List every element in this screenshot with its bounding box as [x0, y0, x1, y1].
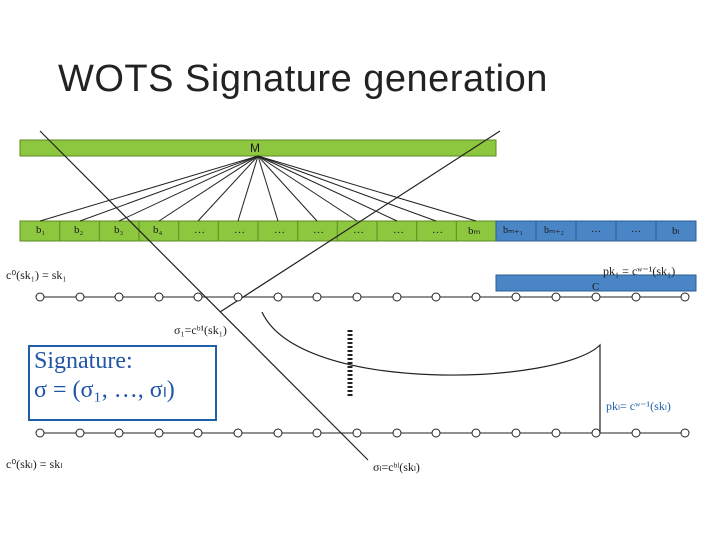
diagonal-line-b1: [39, 130, 369, 461]
block-label-bm2: bₘ₊₂: [544, 225, 564, 236]
diagonal-line-checksum: [219, 130, 501, 313]
signature-formula: σ = (σ₁, …, σₗ): [34, 377, 175, 403]
block-label-bm1: bₘ₊₁: [503, 225, 523, 236]
block-label-ellipsis: …: [313, 224, 324, 236]
chain-bottom-start-label: c⁰(skₗ) = skₗ: [6, 457, 63, 471]
bottom-hash-chain: [35, 428, 690, 438]
signature-box: Signature: σ = (σ₁, …, σₗ): [28, 345, 217, 421]
green-blocks-row: [19, 220, 497, 242]
message-arrows: [39, 155, 477, 222]
block-label-b3: b₃: [114, 224, 124, 236]
block-label-b4: b₄: [153, 224, 163, 236]
block-label-bm: bₘ: [468, 225, 481, 237]
block-label-ellipsis: …: [631, 224, 641, 235]
sigma-l-label: σₗ=cᵇˡ(skₗ): [373, 460, 420, 474]
block-label-ellipsis: …: [432, 224, 443, 236]
block-label-ellipsis: …: [274, 224, 285, 236]
block-label-ellipsis: …: [591, 224, 601, 235]
block-label-ellipsis: …: [234, 224, 245, 236]
checksum-label: C: [592, 281, 600, 293]
sigma-1-label: σ₁=cᵇ¹(sk₁): [174, 323, 227, 337]
block-label-b1: b₁: [36, 224, 46, 236]
top-hash-chain: [35, 292, 690, 302]
chain-top-start-label: c⁰(sk₁) = sk₁: [6, 268, 67, 282]
block-label-bl: bₗ: [672, 225, 680, 237]
pk-l-label: pkₗ= cʷ⁻¹(skₗ): [606, 399, 671, 413]
chain-top-end-label: pk₁ = cʷ⁻¹(sk₁): [603, 264, 676, 278]
message-label: M: [250, 141, 260, 155]
slide-title: WOTS Signature generation: [58, 58, 548, 100]
blue-blocks-row: [495, 220, 697, 242]
checksum-curve: [261, 311, 601, 433]
block-label-ellipsis: …: [194, 224, 205, 236]
block-label-b2: b₂: [74, 224, 84, 236]
checksum-bar: [495, 274, 697, 292]
block-label-ellipsis: …: [393, 224, 404, 236]
signature-heading: Signature:: [34, 348, 133, 374]
block-label-ellipsis: …: [353, 224, 364, 236]
